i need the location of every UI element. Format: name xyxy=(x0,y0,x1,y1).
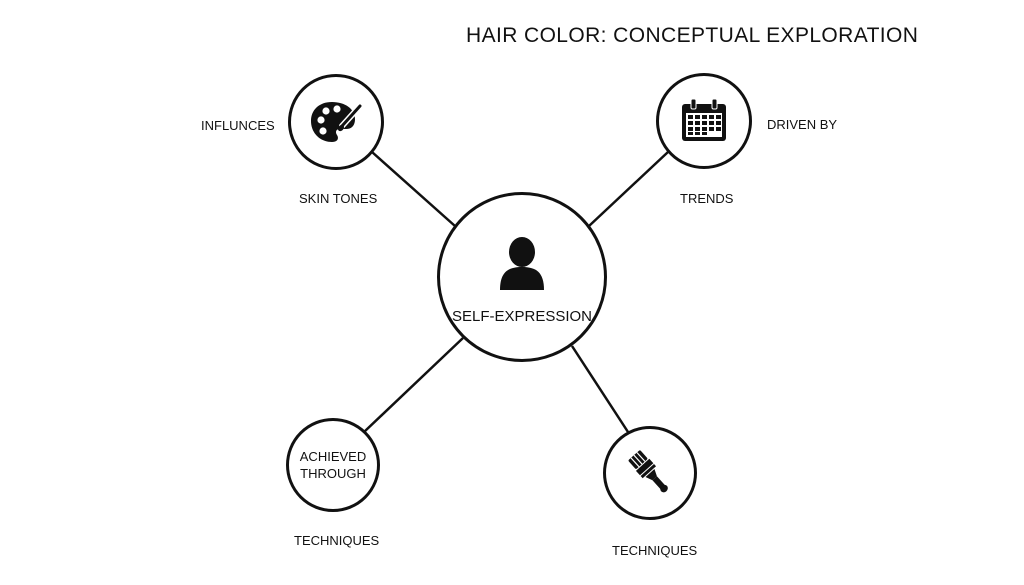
paintbrush-icon xyxy=(625,448,675,498)
connector-top-left xyxy=(371,151,456,227)
node-techniques xyxy=(603,426,697,520)
person-icon xyxy=(498,236,546,290)
center-node: SELF-EXPRESSION xyxy=(437,192,607,362)
connector-bottom-right xyxy=(570,345,630,433)
label-skin-tones: SKIN TONES xyxy=(299,191,378,206)
node-trends xyxy=(656,73,752,169)
connector-bottom-left xyxy=(363,337,464,433)
diagram-title: HAIR COLOR: CONCEPTUAL EXPLORATION xyxy=(466,24,919,47)
label-driven-by: DRIVEN BY xyxy=(767,117,838,132)
node-achieved-through: ACHIEVED THROUGH xyxy=(286,418,380,512)
palette-icon xyxy=(310,100,362,144)
connector-top-right xyxy=(588,151,669,227)
center-label: SELF-EXPRESSION xyxy=(451,307,593,325)
label-influnces: INFLUNCES xyxy=(201,118,275,133)
node-text-achieved-through: ACHIEVED THROUGH xyxy=(299,449,367,481)
label-trends: TRENDS xyxy=(680,191,734,206)
label-techniques-right: TECHNIQUES xyxy=(612,543,698,558)
calendar-icon xyxy=(680,99,728,143)
node-skin-tones xyxy=(288,74,384,170)
label-techniques-left: TECHNIQUES xyxy=(294,533,380,548)
